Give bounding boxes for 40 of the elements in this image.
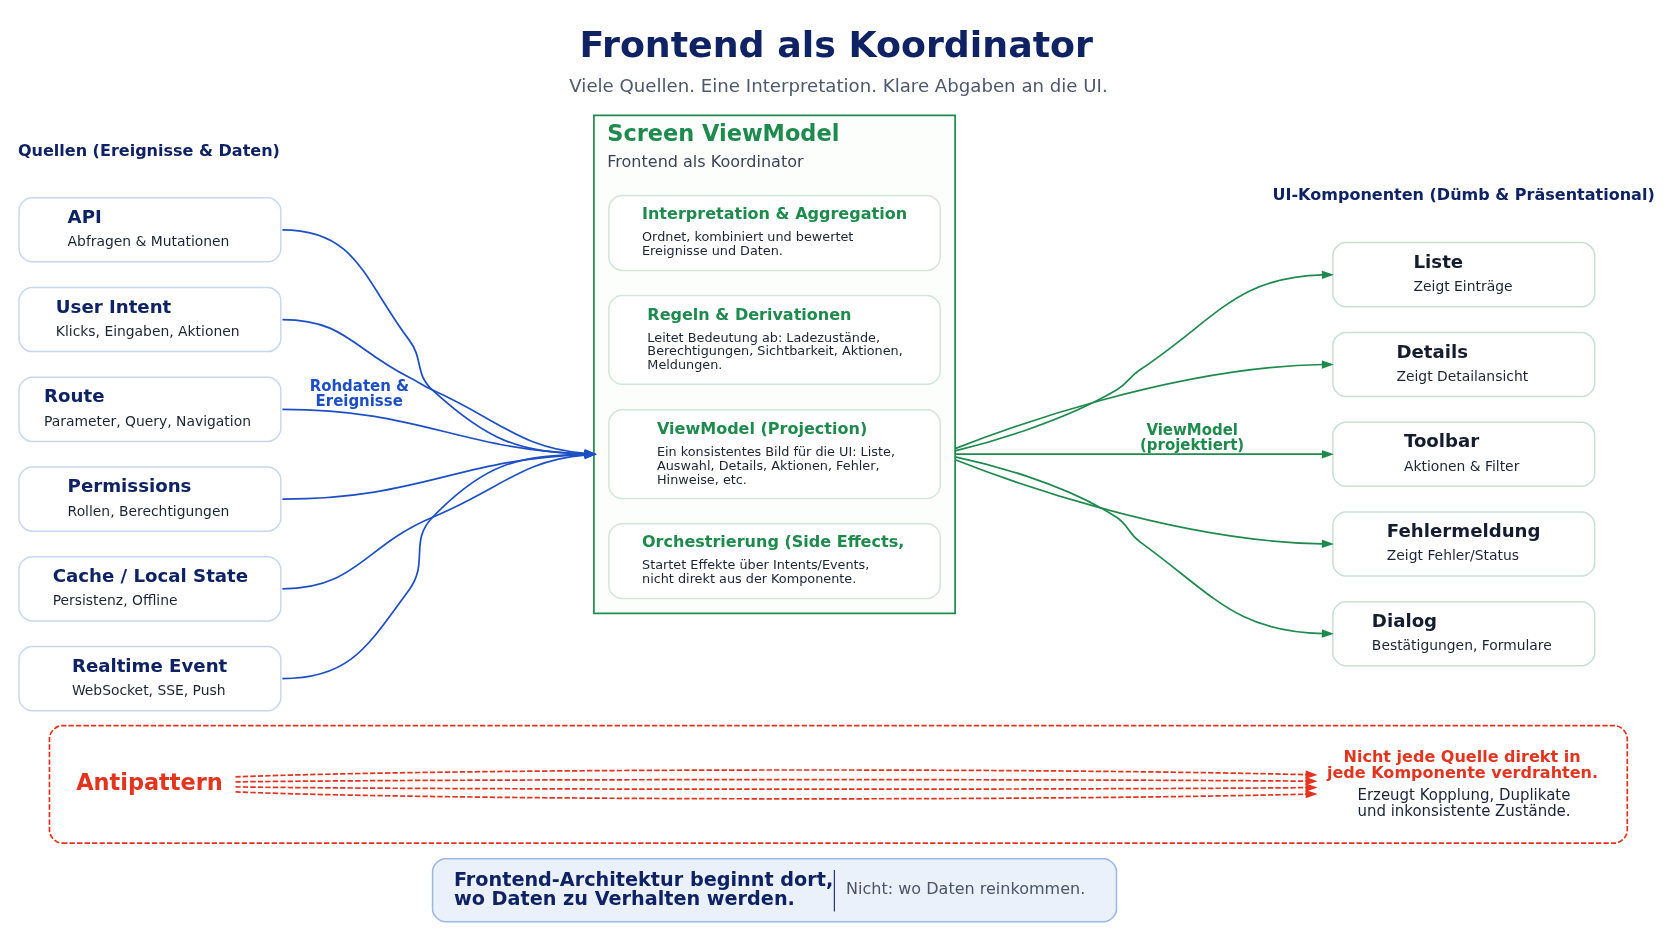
node-box: Interpretation & Aggregation Ordnet, kombiniert und bewertet Ereignisse und Daten. (607, 194, 941, 272)
node-box: ViewModel (Projection) Ein konsistentes Bild für die UI: Liste, Auswahl, Details, Aktionen, Fehler, Hinweise, etc. (607, 409, 941, 500)
arrow (953, 456, 1334, 638)
node-box: Details Zeigt Detailansicht (1331, 331, 1595, 398)
node-box: Fehlermeldung Zeigt Fehler/Status (1331, 511, 1595, 577)
arrow (234, 776, 1318, 786)
label: Quellen (Ereignisse & Daten) (17, 140, 280, 160)
node-box: Route Parameter, Query, Navigation (17, 376, 282, 443)
label: UI-Komponenten (Dümb & Präsentational) (1272, 185, 1655, 205)
node-box: Regeln & Derivationen Leitet Bedeutung ab: Ladezustände, Berechtigungen, Sichtbarkeit, Aktionen, Meldungen. (607, 294, 941, 385)
node-box: API Abfragen & Mutationen (17, 197, 282, 263)
edge-label: Rohdaten & Ereignisse (309, 377, 409, 411)
arrow (281, 450, 596, 680)
node-box: Orchestrierung (Side Effects, Startet Effekte über Intents/Events, nicht direkt aus der Komponente. (607, 522, 941, 600)
arrow (234, 769, 1318, 779)
caption: Viele Quellen. Eine Interpretation. Klare Abgaben an die UI. (568, 74, 1108, 96)
node-box: User Intent Klicks, Eingaben, Aktionen (17, 286, 282, 353)
node-text: Antipattern (75, 768, 223, 795)
arrow (234, 789, 1318, 800)
cluster (48, 724, 1628, 845)
arrow (953, 458, 1334, 549)
arrow (234, 783, 1318, 792)
arrow (953, 450, 1334, 459)
arrow (281, 450, 596, 500)
node-box: Frontend-Architektur beginnt dort, wo Daten zu Verhalten werden. Nicht: wo Daten reinkommen. (431, 857, 1117, 923)
arrow (281, 318, 596, 458)
arrow (281, 228, 596, 459)
diagram-title: Frontend als Koordinator (579, 22, 1093, 66)
arrow (953, 270, 1334, 452)
edge-label: ViewModel (projektiert) (1139, 421, 1244, 455)
node-box: Dialog Bestätigungen, Formulare (1331, 600, 1595, 667)
node-box: Realtime Event WebSocket, SSE, Push (17, 645, 282, 712)
arrow (281, 408, 596, 458)
node-box: Toolbar Aktionen & Filter (1331, 421, 1595, 487)
node-box: Liste Zeigt Einträge (1331, 241, 1595, 308)
node-text: Nicht jede Quelle direkt in jede Komponente verdrahten. Erzeugt Kopplung, Duplikate und inkonsistente Zustände. (1326, 746, 1598, 820)
arrow (953, 360, 1334, 450)
node-box: Permissions Rollen, Berechtigungen (17, 466, 282, 532)
node-box: Cache / Local State Persistenz, Offline (17, 556, 282, 622)
arrow (281, 450, 596, 590)
